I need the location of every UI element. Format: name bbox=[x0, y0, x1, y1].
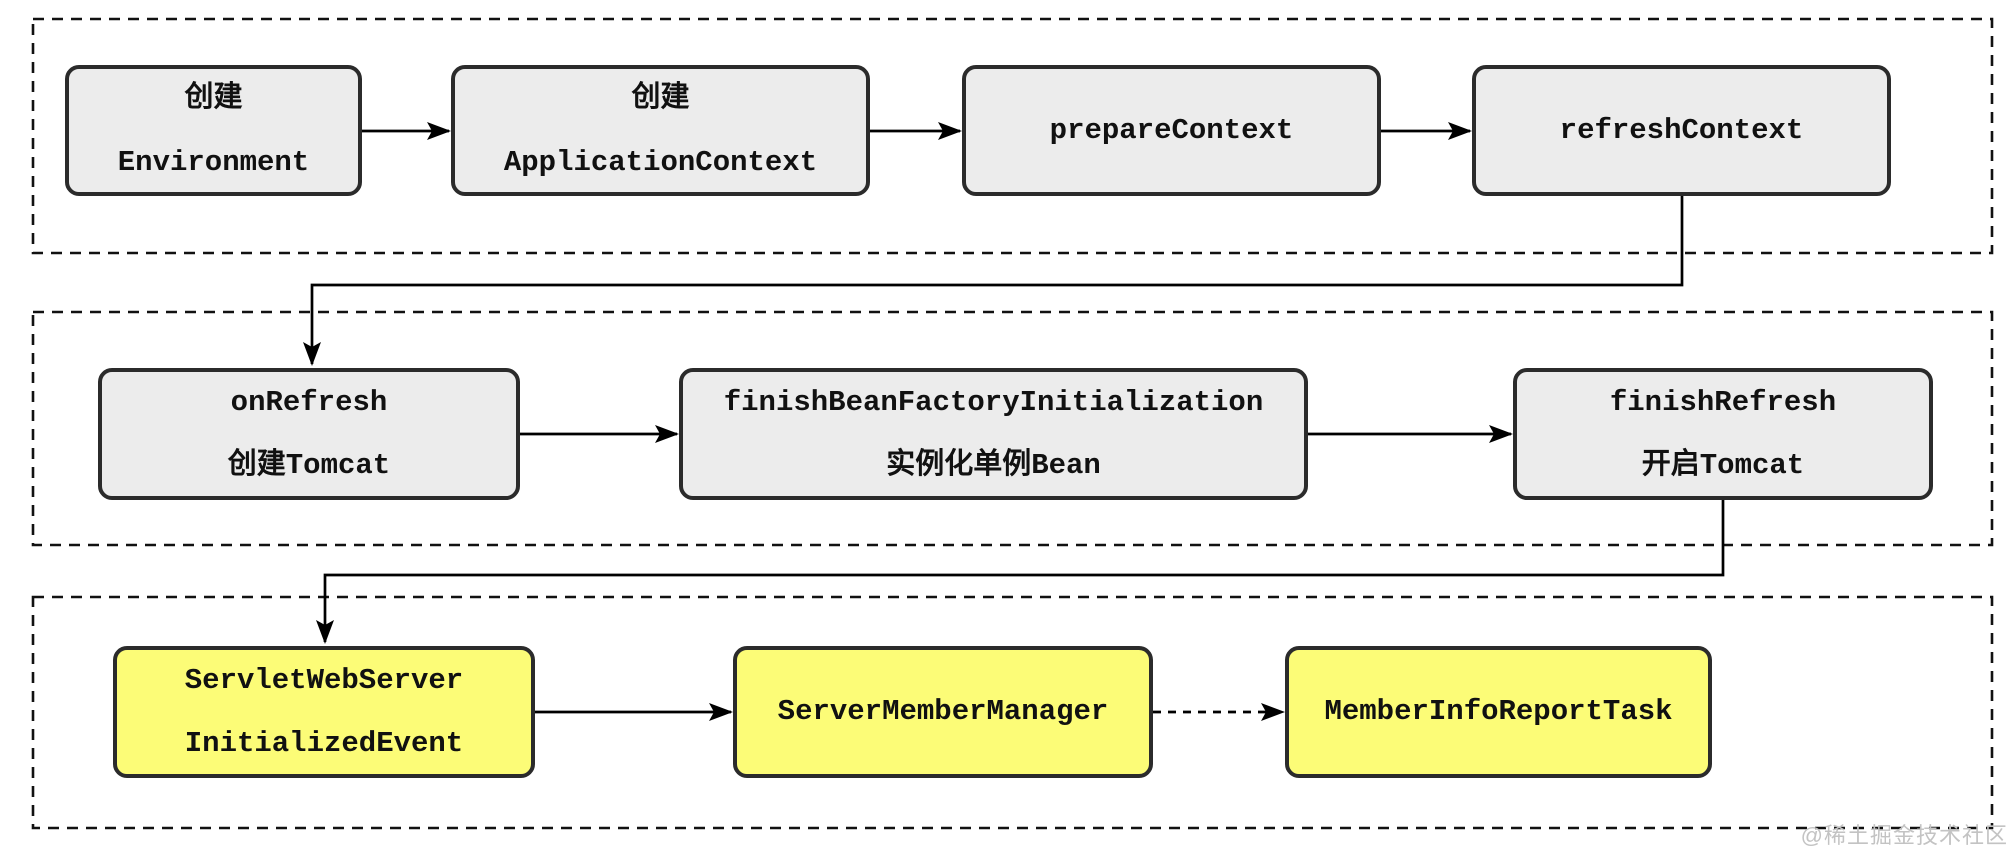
node-finish-refresh: finishRefresh 开启Tomcat bbox=[1513, 368, 1933, 500]
node-label: Environment bbox=[117, 145, 310, 179]
node-label: finishRefresh bbox=[1609, 385, 1837, 419]
node-label: 创建Tomcat bbox=[227, 449, 391, 482]
node-label: ServletWebServer bbox=[184, 663, 464, 697]
node-label: prepareContext bbox=[1049, 113, 1294, 147]
node-label: 创建 bbox=[184, 82, 243, 116]
connector-finishrefresh-to-servletevent bbox=[316, 500, 1725, 644]
node-label: 创建 bbox=[631, 82, 690, 116]
node-label: onRefresh bbox=[230, 385, 388, 419]
node-label: MemberInfoReportTask bbox=[1324, 695, 1673, 729]
node-label: ApplicationContext bbox=[503, 145, 818, 179]
node-label: 开启Tomcat bbox=[1641, 449, 1805, 482]
node-label: ServerMemberManager bbox=[777, 695, 1109, 729]
node-label: finishBeanFactoryInitialization bbox=[723, 385, 1264, 419]
node-refresh-context: refreshContext bbox=[1472, 65, 1891, 196]
node-server-member-manager: ServerMemberManager bbox=[733, 646, 1153, 778]
node-finish-bean-factory-initialization: finishBeanFactoryInitialization 实例化单例Bea… bbox=[679, 368, 1308, 500]
node-label: 实例化单例Bean bbox=[886, 449, 1101, 482]
node-servlet-web-server-initialized-event: ServletWebServer InitializedEvent bbox=[113, 646, 535, 778]
node-prepare-context: prepareContext bbox=[962, 65, 1381, 196]
phase-3-container bbox=[31, 595, 1994, 830]
connector-refreshcontext-to-onrefresh bbox=[303, 196, 1684, 366]
phase-1-container bbox=[31, 17, 1994, 255]
node-create-application-context: 创建 ApplicationContext bbox=[451, 65, 870, 196]
node-on-refresh: onRefresh 创建Tomcat bbox=[98, 368, 520, 500]
node-label: refreshContext bbox=[1559, 113, 1804, 147]
phase-2-container bbox=[31, 310, 1994, 547]
node-create-environment: 创建 Environment bbox=[65, 65, 362, 196]
node-label: InitializedEvent bbox=[184, 727, 464, 760]
node-member-info-report-task: MemberInfoReportTask bbox=[1285, 646, 1712, 778]
watermark: @稀土掘金技术社区 bbox=[1800, 823, 2008, 848]
